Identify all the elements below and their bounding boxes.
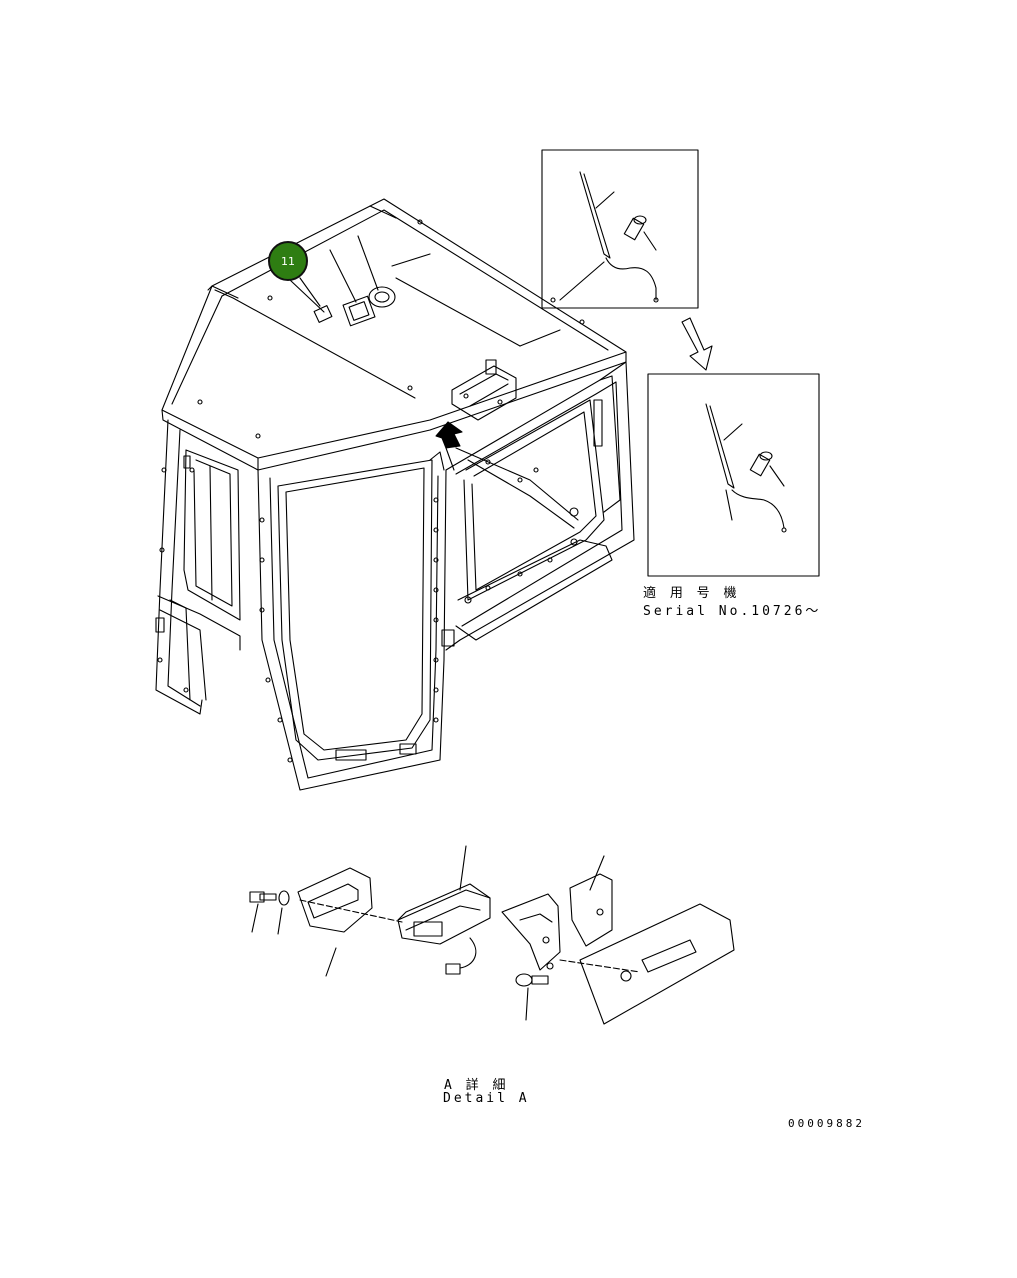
detail-caption-en: Detail A: [443, 1091, 530, 1106]
drawing-number: 00009882: [788, 1117, 865, 1130]
serial-note-jp: 適 用 号 機: [643, 586, 740, 601]
cab-roof: [161, 198, 627, 471]
inset-transition-arrow: [681, 317, 713, 371]
part-callout-11[interactable]: 11: [268, 241, 308, 281]
inset-antenna-after: [647, 373, 820, 577]
callout-leader: [299, 277, 321, 307]
serial-note-en: Serial No.10726～: [643, 604, 822, 619]
roof-mounted-parts: [289, 235, 396, 327]
detail-caption-jp: A 詳 細: [444, 1078, 509, 1093]
detail-a-assembly: [249, 845, 735, 1025]
roof-radio-bracket: [451, 359, 517, 421]
inset-antenna-before: [541, 149, 699, 309]
cab-frame: [155, 361, 635, 791]
